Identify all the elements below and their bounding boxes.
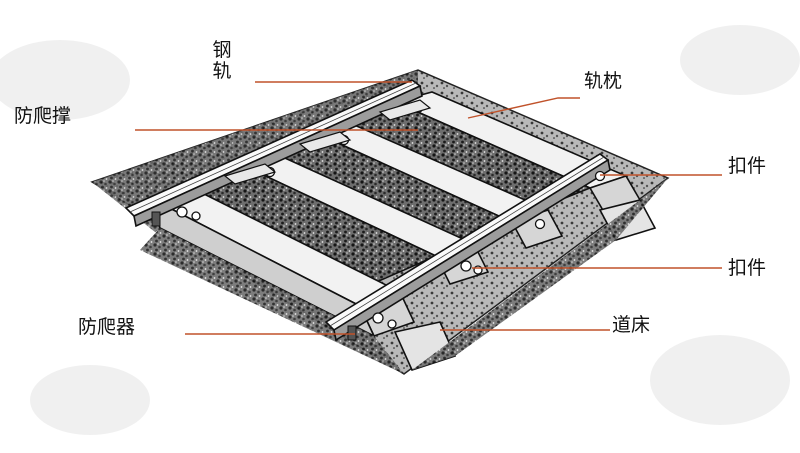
- rails: [124, 79, 611, 342]
- background-texture: [0, 25, 800, 435]
- anti-creepers: [151, 211, 357, 341]
- label-fastener-1: 扣件: [728, 155, 767, 177]
- label-rail: 钢轨: [212, 39, 232, 82]
- leader-sleeper: [467, 97, 580, 119]
- label-sleeper: 轨枕: [584, 70, 623, 92]
- label-anti-creep-strut: 防爬撑: [14, 105, 72, 127]
- label-fastener-2: 扣件: [728, 257, 767, 279]
- label-ballast-bed: 道床: [612, 314, 651, 336]
- label-anti-creeper: 防爬器: [78, 316, 136, 338]
- anti-creep-struts: [223, 99, 432, 185]
- leader-lines: [135, 81, 722, 335]
